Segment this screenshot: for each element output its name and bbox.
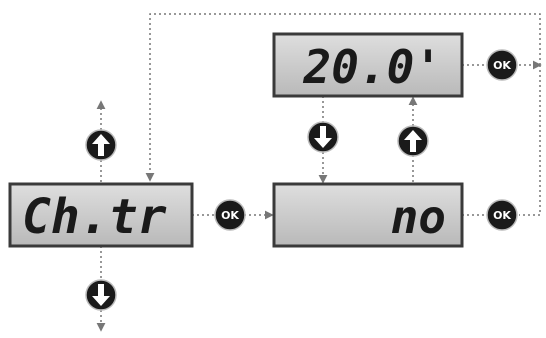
down-arrow-icon [92, 284, 110, 306]
main-display: Ch.tr [8, 182, 194, 248]
ok-button-option[interactable]: OK [486, 199, 518, 231]
ok-button-label: OK [493, 209, 511, 222]
value-display-text: 20.0' [303, 40, 442, 94]
connectors [96, 13, 542, 332]
value-display: 20.0' [272, 32, 464, 98]
ok-button-label: OK [493, 59, 511, 72]
ok-button-main[interactable]: OK [214, 199, 246, 231]
up-arrow-button-value[interactable] [397, 125, 429, 157]
ok-button-label: OK [221, 209, 239, 222]
option-display: no [272, 182, 464, 248]
down-arrow-button-main[interactable] [85, 279, 117, 311]
loop-connector-top [145, 13, 541, 182]
option-display-text: no [391, 190, 446, 244]
down-arrow-button-value[interactable] [307, 121, 339, 153]
up-arrow-icon [92, 134, 110, 156]
ok-button-value[interactable]: OK [486, 49, 518, 81]
up-arrow-button-main[interactable] [85, 129, 117, 161]
loop-connector-right [519, 65, 541, 216]
down-arrow-icon [314, 126, 332, 148]
up-arrow-icon [404, 130, 422, 152]
main-display-text: Ch.tr [22, 189, 167, 245]
